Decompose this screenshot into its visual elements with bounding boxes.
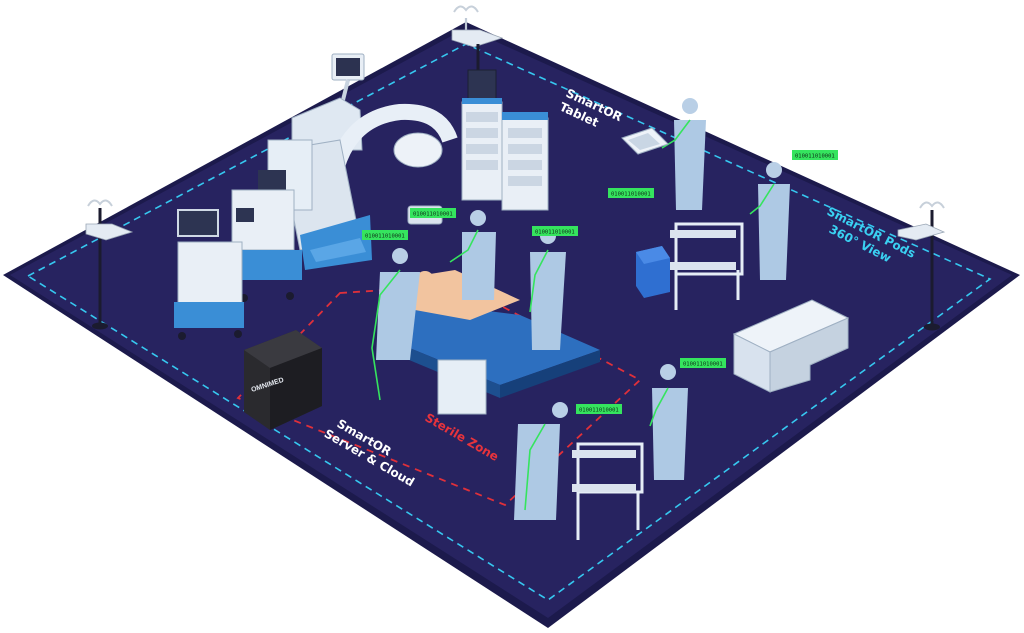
- staff-nurse-bottom-right: [649, 364, 688, 480]
- binary-tag: 010011010001: [576, 404, 622, 414]
- equipment-tower-1: [461, 69, 503, 201]
- trolley-right: [670, 222, 744, 310]
- desk-cabinet: [732, 299, 850, 393]
- binary-tag-text: 010011010001: [795, 154, 835, 160]
- binary-tag-text: 010011010001: [535, 230, 575, 236]
- trolley-bottom: [572, 442, 644, 540]
- binary-tag: 010011010001: [680, 358, 726, 368]
- binary-tag-text: 010011010001: [683, 362, 723, 368]
- binary-tag-text: 010011010001: [413, 212, 453, 218]
- c-arm-xray: [279, 53, 458, 270]
- binary-tag: 010011010001: [608, 188, 654, 198]
- staff-nurse-far-right: [749, 162, 790, 280]
- equipment-tower-2: [501, 112, 549, 211]
- staff-nurse-top-right: [661, 98, 706, 210]
- binary-tag-text: 010011010001: [365, 234, 405, 240]
- binary-tag-text: 010011010001: [611, 192, 651, 198]
- anesthesia-machine: [231, 139, 313, 302]
- binary-tag: 010011010001: [362, 230, 408, 240]
- server-unit: OMNIMED: [244, 330, 322, 430]
- camera-pod-right: [897, 201, 946, 331]
- camera-pod-left: [85, 199, 134, 330]
- staff-nurse-bottom-left: [514, 402, 568, 520]
- staff-surgeon-center: [449, 210, 496, 300]
- staff-surgeon-left: [371, 248, 420, 401]
- binary-tag: 010011010001: [532, 226, 578, 236]
- tablet-device: [621, 127, 669, 155]
- biohazard-bin: [636, 246, 670, 298]
- binary-tag-text: 010011010001: [579, 408, 619, 414]
- binary-tag: 010011010001: [792, 150, 838, 160]
- monitor-cart: [174, 209, 244, 340]
- binary-tag: 010011010001: [410, 208, 456, 218]
